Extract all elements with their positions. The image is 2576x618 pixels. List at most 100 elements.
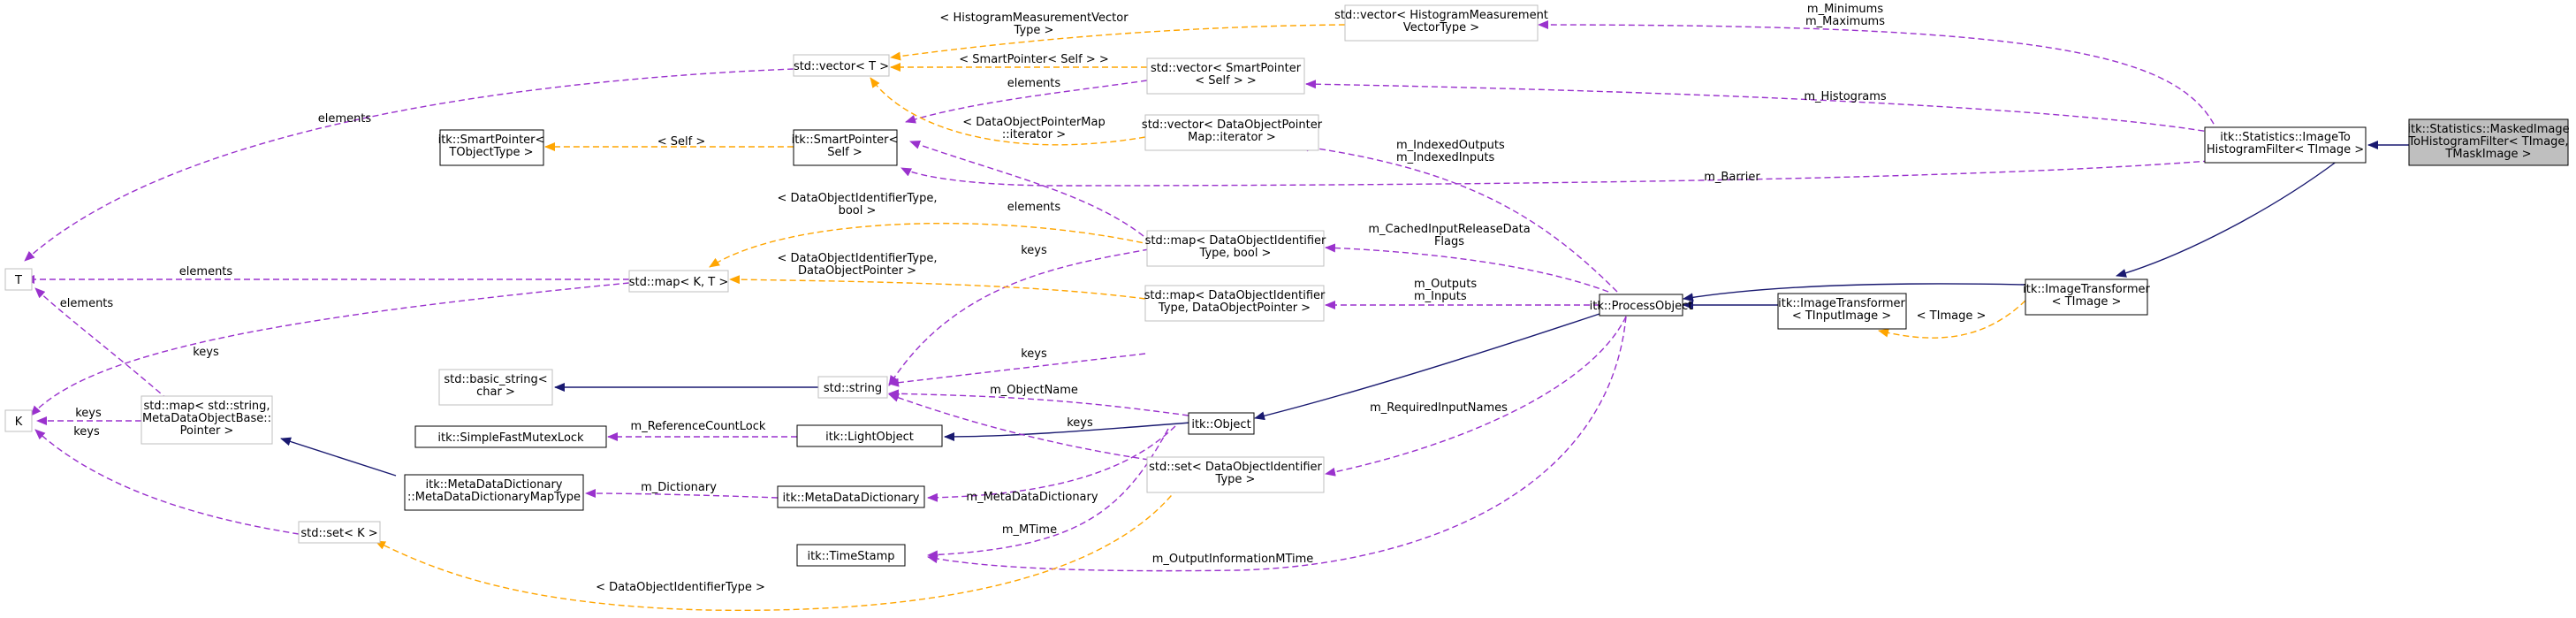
node-object[interactable]: itk::Object bbox=[1188, 412, 1255, 435]
node-text-line: std::string bbox=[824, 382, 882, 395]
node-text-line: std::map< DataObjectIdentifier bbox=[1145, 234, 1326, 248]
edge-label-barrier: m_Barrier bbox=[1704, 171, 1760, 184]
edge-label-line: < HistogramMeasurementVector bbox=[939, 11, 1128, 25]
edge-label-line: < SmartPointer< Self > > bbox=[959, 53, 1108, 66]
edge-label-line: elements bbox=[179, 265, 233, 278]
node-text-line: itk::SimpleFastMutexLock bbox=[437, 431, 584, 445]
edge-inherit-image-transformer bbox=[2116, 160, 2338, 278]
node-map-kt[interactable]: std::map< K, T > bbox=[628, 270, 729, 293]
node-t[interactable]: T bbox=[4, 268, 33, 291]
edge-label-dot-set: < DataObjectIdentifierType > bbox=[596, 581, 765, 594]
edge-label-dot-ptr: < DataObjectIdentifierType,DataObjectPoi… bbox=[778, 252, 938, 278]
edge-label-line: < DataObjectIdentifierType > bbox=[596, 581, 765, 594]
edge-label-line: m_Barrier bbox=[1704, 171, 1760, 184]
edge-label-elements-smart: elements bbox=[1007, 77, 1061, 90]
edge-label-line: m_MetaDataDictionary bbox=[966, 491, 1098, 504]
edge-label-keys-setk: keys bbox=[73, 425, 100, 439]
node-light-object[interactable]: itk::LightObject bbox=[796, 424, 943, 447]
node-vector-t[interactable]: std::vector< T > bbox=[793, 54, 890, 77]
edge-label-line: m_OutputInformationMTime bbox=[1152, 553, 1314, 566]
edge-label-line: m_Dictionary bbox=[641, 481, 717, 494]
svg-text:std::map< DataObjectIdentifier: std::map< DataObjectIdentifierType, Data… bbox=[1144, 289, 1326, 315]
node-meta-data-dictionary-map-type[interactable]: itk::MetaDataDictionary::MetaDataDiction… bbox=[404, 474, 584, 511]
edge-label-line: m_IndexedInputs bbox=[1396, 151, 1494, 164]
edge-label-line: m_MTime bbox=[1002, 523, 1057, 537]
edge-label-meta-dict-member: m_MetaDataDictionary bbox=[966, 491, 1098, 504]
svg-text:std::vector< HistogramMeasurem: std::vector< HistogramMeasurementVectorT… bbox=[1334, 9, 1548, 34]
edge-label-line: bool > bbox=[839, 204, 877, 217]
edge-use-cached bbox=[1325, 243, 1609, 293]
node-text-line: itk::SmartPointer< bbox=[438, 134, 545, 147]
edge-label-line: keys bbox=[73, 425, 100, 439]
svg-text:std::basic_string<char >: std::basic_string<char > bbox=[444, 373, 547, 399]
node-basic-string[interactable]: std::basic_string<char > bbox=[438, 369, 553, 406]
node-text-line: Map::iterator > bbox=[1188, 131, 1276, 144]
node-map-string-meta[interactable]: std::map< std::string,MetaDataObjectBase… bbox=[141, 395, 273, 445]
svg-text:T: T bbox=[14, 274, 22, 287]
node-text-line: std::basic_string< bbox=[444, 373, 547, 386]
node-process-object[interactable]: itk::ProcessObject bbox=[1590, 294, 1693, 317]
node-text-line: std::set< K > bbox=[300, 527, 377, 540]
node-text-line: std::map< K, T > bbox=[629, 276, 729, 289]
edge-label-line: m_ObjectName bbox=[990, 384, 1078, 397]
node-text-line: std::vector< HistogramMeasurement bbox=[1334, 9, 1548, 22]
edge-label-elements-map-bool: elements bbox=[1007, 201, 1061, 214]
edge-use-keys-mapkt bbox=[30, 282, 630, 416]
node-text-line: TMaskImage > bbox=[2444, 148, 2531, 161]
svg-text:itk::LightObject: itk::LightObject bbox=[825, 431, 914, 444]
edge-use-keys-setk bbox=[34, 429, 300, 535]
svg-text:K: K bbox=[15, 416, 23, 429]
svg-text:itk::ProcessObject: itk::ProcessObject bbox=[1590, 300, 1693, 313]
edge-label-elements-map-meta: elements bbox=[60, 297, 114, 310]
node-image-transformer-tinput[interactable]: itk::ImageTransformer< TInputImage > bbox=[1777, 293, 1907, 330]
edge-label-keys-set: keys bbox=[1067, 416, 1093, 430]
node-vector-smart-pointer[interactable]: std::vector< SmartPointer< Self > > bbox=[1146, 57, 1305, 95]
edge-label-self: < Self > bbox=[657, 135, 706, 149]
node-text-line: itk::ImageTransformer bbox=[1778, 297, 1905, 310]
edge-label-timage: < TImage > bbox=[1917, 309, 1987, 323]
edge-tpl-dot-set bbox=[375, 471, 1189, 612]
edge-use-minmax bbox=[1538, 20, 2219, 134]
svg-text:itk::TimeStamp: itk::TimeStamp bbox=[807, 550, 894, 563]
edge-label-line: elements bbox=[1007, 201, 1061, 214]
node-text-line: std::vector< SmartPointer bbox=[1151, 62, 1302, 75]
edge-label-histograms: m_Histograms bbox=[1804, 90, 1887, 103]
svg-text:std::map< DataObjectIdentifier: std::map< DataObjectIdentifierType, bool… bbox=[1145, 234, 1326, 260]
edge-use-keys-map-bool bbox=[888, 248, 1150, 386]
edge-label-line: keys bbox=[75, 407, 102, 420]
edge-label-line: m_RequiredInputNames bbox=[1370, 401, 1508, 415]
edge-label-line: m_Maximums bbox=[1805, 15, 1885, 28]
node-smart-pointer-self[interactable]: itk::SmartPointer<Self > bbox=[792, 129, 899, 166]
edge-label-keys-mapkt: keys bbox=[193, 346, 219, 359]
edge-label-smart-self: < SmartPointer< Self > > bbox=[959, 53, 1108, 66]
edge-label-line: < DataObjectPointerMap bbox=[962, 116, 1105, 129]
edge-label-required: m_RequiredInputNames bbox=[1370, 401, 1508, 415]
node-simple-fast-mutex-lock[interactable]: itk::SimpleFastMutexLock bbox=[414, 425, 607, 448]
edge-label-elements-vector-t: elements bbox=[318, 112, 372, 126]
node-std-string[interactable]: std::string bbox=[817, 376, 888, 399]
node-text-line: itk::Statistics::MaskedImage bbox=[2407, 123, 2569, 136]
edge-use-mtime bbox=[927, 428, 1169, 560]
node-image-transformer-timage[interactable]: itk::ImageTransformer< TImage > bbox=[2023, 278, 2151, 316]
edge-use-required bbox=[1325, 316, 1627, 477]
node-k[interactable]: K bbox=[4, 409, 33, 432]
svg-text:itk::SmartPointer<Self >: itk::SmartPointer<Self > bbox=[792, 134, 899, 159]
edge-label-line: m_ReferenceCountLock bbox=[631, 420, 766, 433]
node-time-stamp[interactable]: itk::TimeStamp bbox=[796, 544, 906, 567]
node-smart-pointer-tobject[interactable]: itk::SmartPointer<TObjectType > bbox=[438, 129, 545, 166]
node-text-line: ::MetaDataDictionaryMapType bbox=[407, 491, 581, 504]
node-set-k[interactable]: std::set< K > bbox=[298, 521, 381, 544]
edge-label-keys-meta: keys bbox=[75, 407, 102, 420]
node-meta-data-dictionary[interactable]: itk::MetaDataDictionary bbox=[777, 485, 925, 508]
node-text-line: T bbox=[14, 274, 22, 287]
